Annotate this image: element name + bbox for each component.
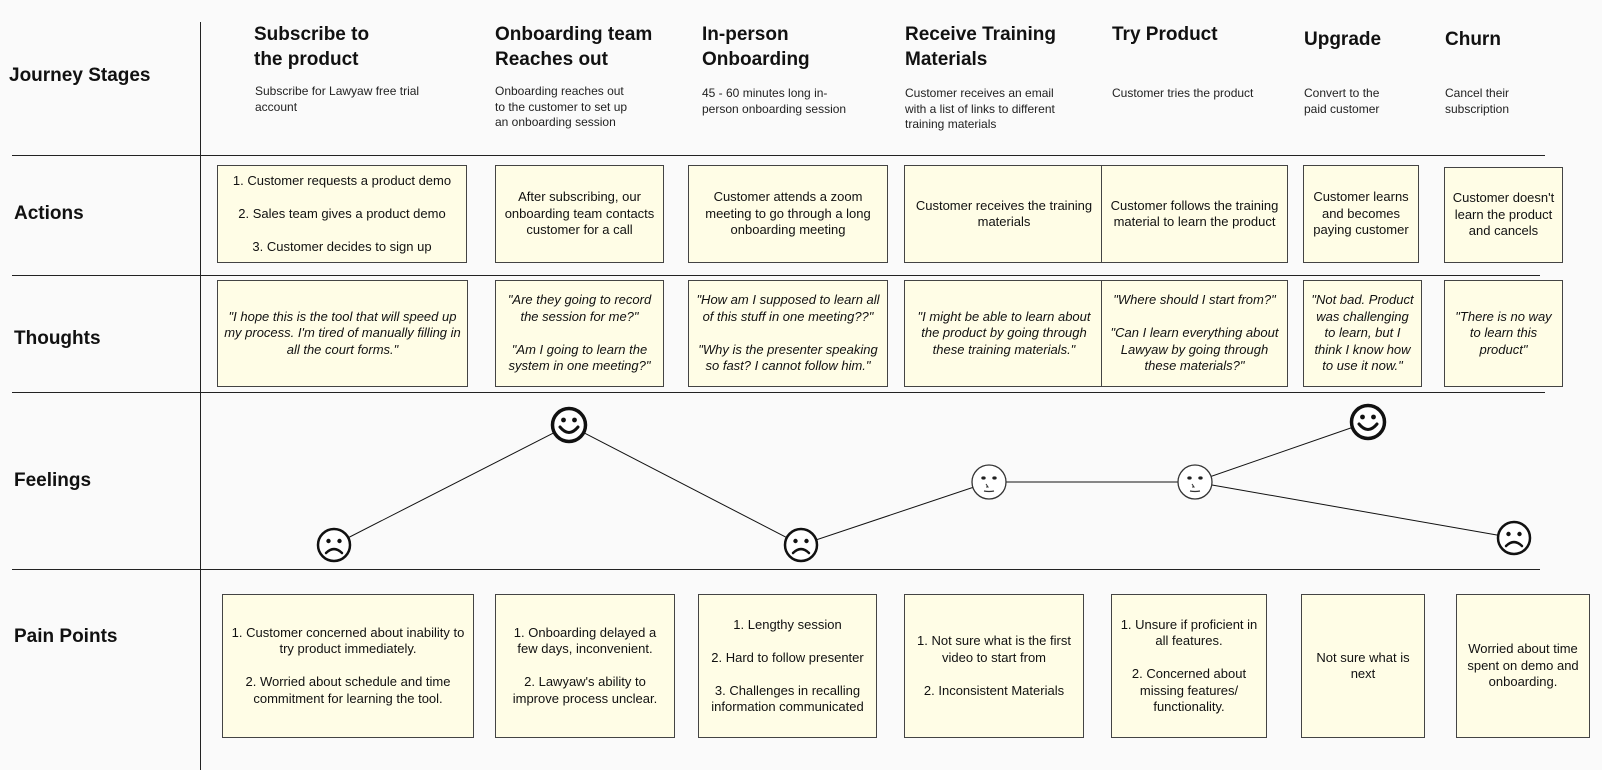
pain-point-text: 1. Onboarding delayed a few days, inconv…	[512, 624, 658, 706]
pain-point-text: 1. Lengthy session 2. Hard to follow pre…	[711, 616, 864, 715]
thought-card: "There is no way to learn this product"	[1444, 280, 1563, 387]
action-text: Customer follows the training material t…	[1110, 197, 1279, 230]
pain-point-card: 1. Customer concerned about inability to…	[222, 594, 474, 738]
action-card: Customer learns and becomes paying custo…	[1303, 165, 1419, 263]
stage-description: Subscribe for Lawyaw free trial account	[255, 84, 420, 114]
stage-description: Convert to the paid customer	[1304, 86, 1380, 116]
thought-card: "Not bad. Product was challenging to lea…	[1303, 280, 1422, 387]
stage-description: Onboarding reaches out to the customer t…	[495, 84, 628, 129]
action-card: After subscribing, our onboarding team c…	[495, 165, 664, 263]
pain-point-card: 1. Onboarding delayed a few days, inconv…	[495, 594, 675, 738]
action-text: Customer receives the training materials	[915, 197, 1093, 230]
divider-actions-thoughts	[12, 275, 1540, 276]
row-label-journey-stages: Journey Stages	[9, 65, 151, 86]
pain-point-text: 1. Not sure what is the first video to s…	[917, 633, 1071, 698]
pain-point-text: 1. Customer concerned about inability to…	[231, 624, 465, 706]
thought-text: "There is no way to learn this product"	[1455, 308, 1552, 357]
stage-title: Churn	[1445, 29, 1501, 50]
neutral-face-icon	[970, 463, 1008, 501]
divider-stages-actions	[12, 155, 1545, 156]
thought-text: "I hope this is the tool that will speed…	[224, 308, 461, 357]
thought-text: "Are they going to record the session fo…	[507, 292, 652, 374]
action-text: 1. Customer requests a product demo 2. S…	[232, 172, 452, 254]
action-text: Customer attends a zoom meeting to go th…	[705, 189, 871, 238]
sad-face-icon	[782, 526, 820, 564]
stage-title: Onboarding team Reaches out	[495, 24, 653, 70]
action-card: 1. Customer requests a product demo 2. S…	[217, 165, 467, 263]
neutral-face-icon	[1176, 463, 1214, 501]
thought-text: "Where should I start from?" "Can I lear…	[1110, 292, 1279, 374]
pain-point-text: 1. Unsure if proficient in all features.…	[1120, 616, 1258, 715]
pain-point-card: 1. Lengthy session 2. Hard to follow pre…	[698, 594, 877, 738]
thought-text: "How am I supposed to learn all of this …	[696, 292, 880, 374]
pain-point-text: Worried about time spent on demo and onb…	[1467, 641, 1579, 690]
thought-card: "Are they going to record the session fo…	[495, 280, 664, 387]
action-text: Customer learns and becomes paying custo…	[1313, 189, 1409, 238]
thought-text: "I might be able to learn about the prod…	[917, 308, 1091, 357]
row-label-divider	[200, 22, 201, 770]
pain-point-text: Not sure what is next	[1316, 649, 1410, 682]
pain-point-card: 1. Unsure if proficient in all features.…	[1111, 594, 1267, 738]
happy-face-icon	[1349, 403, 1387, 441]
thought-text: "Not bad. Product was challenging to lea…	[1311, 292, 1414, 374]
row-label-actions: Actions	[14, 203, 84, 224]
sad-face-icon	[1495, 519, 1533, 557]
row-label-feelings: Feelings	[14, 470, 92, 491]
sad-face-icon	[315, 526, 353, 564]
happy-face-icon	[550, 406, 588, 444]
stage-title: Subscribe to the product	[254, 24, 370, 70]
stage-title: Upgrade	[1304, 29, 1382, 50]
pain-point-card: Not sure what is next	[1301, 594, 1425, 738]
pain-point-card: Worried about time spent on demo and onb…	[1456, 594, 1590, 738]
stage-title: In-person Onboarding	[702, 24, 810, 70]
pain-point-card: 1. Not sure what is the first video to s…	[904, 594, 1084, 738]
row-label-thoughts: Thoughts	[14, 328, 101, 349]
stage-description: Customer receives an email with a list o…	[905, 86, 1055, 131]
thought-card: "I might be able to learn about the prod…	[904, 280, 1104, 387]
stage-description: Customer tries the product	[1112, 86, 1254, 100]
action-card: Customer receives the training materials	[904, 165, 1104, 263]
stage-description: Cancel their subscription	[1445, 86, 1510, 116]
stage-title: Try Product	[1112, 24, 1218, 45]
divider-thoughts-feelings	[12, 392, 1545, 393]
row-label-pain-points: Pain Points	[14, 626, 118, 647]
stage-title: Receive Training Materials	[905, 24, 1057, 70]
thought-card: "Where should I start from?" "Can I lear…	[1101, 280, 1288, 387]
action-card: Customer doesn't learn the product and c…	[1444, 167, 1563, 263]
feelings-line-churn	[1194, 481, 1515, 539]
action-card: Customer follows the training material t…	[1101, 165, 1288, 263]
thought-card: "I hope this is the tool that will speed…	[217, 280, 468, 387]
thought-card: "How am I supposed to learn all of this …	[688, 280, 888, 387]
action-text: Customer doesn't learn the product and c…	[1452, 190, 1555, 239]
stage-description: 45 - 60 minutes long in- person onboardi…	[702, 86, 847, 116]
action-text: After subscribing, our onboarding team c…	[504, 189, 655, 238]
action-card: Customer attends a zoom meeting to go th…	[688, 165, 888, 263]
divider-feelings-pain	[12, 569, 1540, 570]
